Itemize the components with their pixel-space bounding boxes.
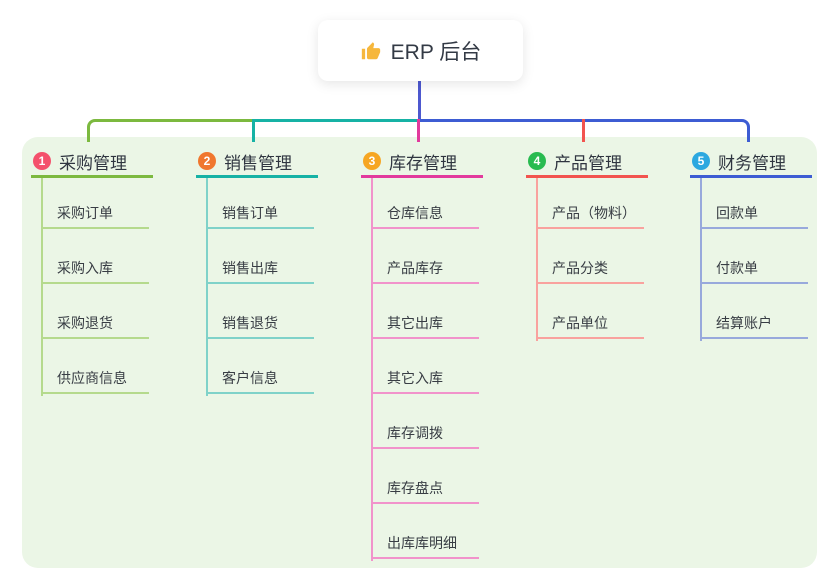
connector-horizontal-blue [419, 119, 739, 122]
child-node[interactable]: 库存调拨 [371, 418, 479, 449]
child-node[interactable]: 出库库明细 [371, 528, 479, 559]
connector-corner-finance [736, 119, 750, 142]
branch-badge: 3 [363, 152, 381, 170]
child-node[interactable]: 销售退货 [206, 308, 314, 339]
branch-child-connector [536, 178, 538, 341]
branch-label: 财务管理 [718, 153, 786, 173]
branch-child-connector [371, 178, 373, 561]
child-node[interactable]: 销售订单 [206, 198, 314, 229]
child-node[interactable]: 回款单 [700, 198, 808, 229]
branch-badge: 5 [692, 152, 710, 170]
connector-drop-inventory [417, 119, 420, 142]
child-node[interactable]: 供应商信息 [41, 363, 149, 394]
branch-badge: 1 [33, 152, 51, 170]
branches-panel [22, 137, 817, 568]
branch-badge: 4 [528, 152, 546, 170]
branch-label: 产品管理 [554, 153, 622, 173]
connector-corner-purchase [87, 119, 101, 142]
thumbs-up-icon [360, 40, 382, 62]
child-node[interactable]: 采购退货 [41, 308, 149, 339]
branch-child-connector [700, 178, 702, 341]
child-node[interactable]: 产品单位 [536, 308, 644, 339]
child-node[interactable]: 产品（物料） [536, 198, 644, 229]
branch-label: 库存管理 [389, 153, 457, 173]
branch-label: 销售管理 [224, 153, 292, 173]
branch-child-connector [41, 178, 43, 396]
branch-node-purchase[interactable]: 1 采购管理 [31, 147, 153, 178]
child-node[interactable]: 采购入库 [41, 253, 149, 284]
child-node[interactable]: 库存盘点 [371, 473, 479, 504]
connector-drop-sales [252, 119, 255, 142]
root-node[interactable]: ERP 后台 [318, 20, 523, 81]
branch-child-connector [206, 178, 208, 396]
child-node[interactable]: 销售出库 [206, 253, 314, 284]
connector-root [418, 81, 421, 121]
child-node[interactable]: 结算账户 [700, 308, 808, 339]
child-node[interactable]: 产品分类 [536, 253, 644, 284]
connector-drop-product [582, 119, 585, 142]
connector-horizontal-green [98, 119, 254, 122]
child-node[interactable]: 采购订单 [41, 198, 149, 229]
child-node[interactable]: 付款单 [700, 253, 808, 284]
child-node[interactable]: 其它入库 [371, 363, 479, 394]
branch-node-sales[interactable]: 2 销售管理 [196, 147, 318, 178]
branch-node-inventory[interactable]: 3 库存管理 [361, 147, 483, 178]
root-label: ERP 后台 [390, 40, 482, 64]
child-node[interactable]: 产品库存 [371, 253, 479, 284]
child-node[interactable]: 仓库信息 [371, 198, 479, 229]
branch-label: 采购管理 [59, 153, 127, 173]
branch-node-product[interactable]: 4 产品管理 [526, 147, 648, 178]
child-node[interactable]: 客户信息 [206, 363, 314, 394]
branch-node-finance[interactable]: 5 财务管理 [690, 147, 812, 178]
connector-horizontal-teal [252, 119, 419, 122]
branch-badge: 2 [198, 152, 216, 170]
child-node[interactable]: 其它出库 [371, 308, 479, 339]
